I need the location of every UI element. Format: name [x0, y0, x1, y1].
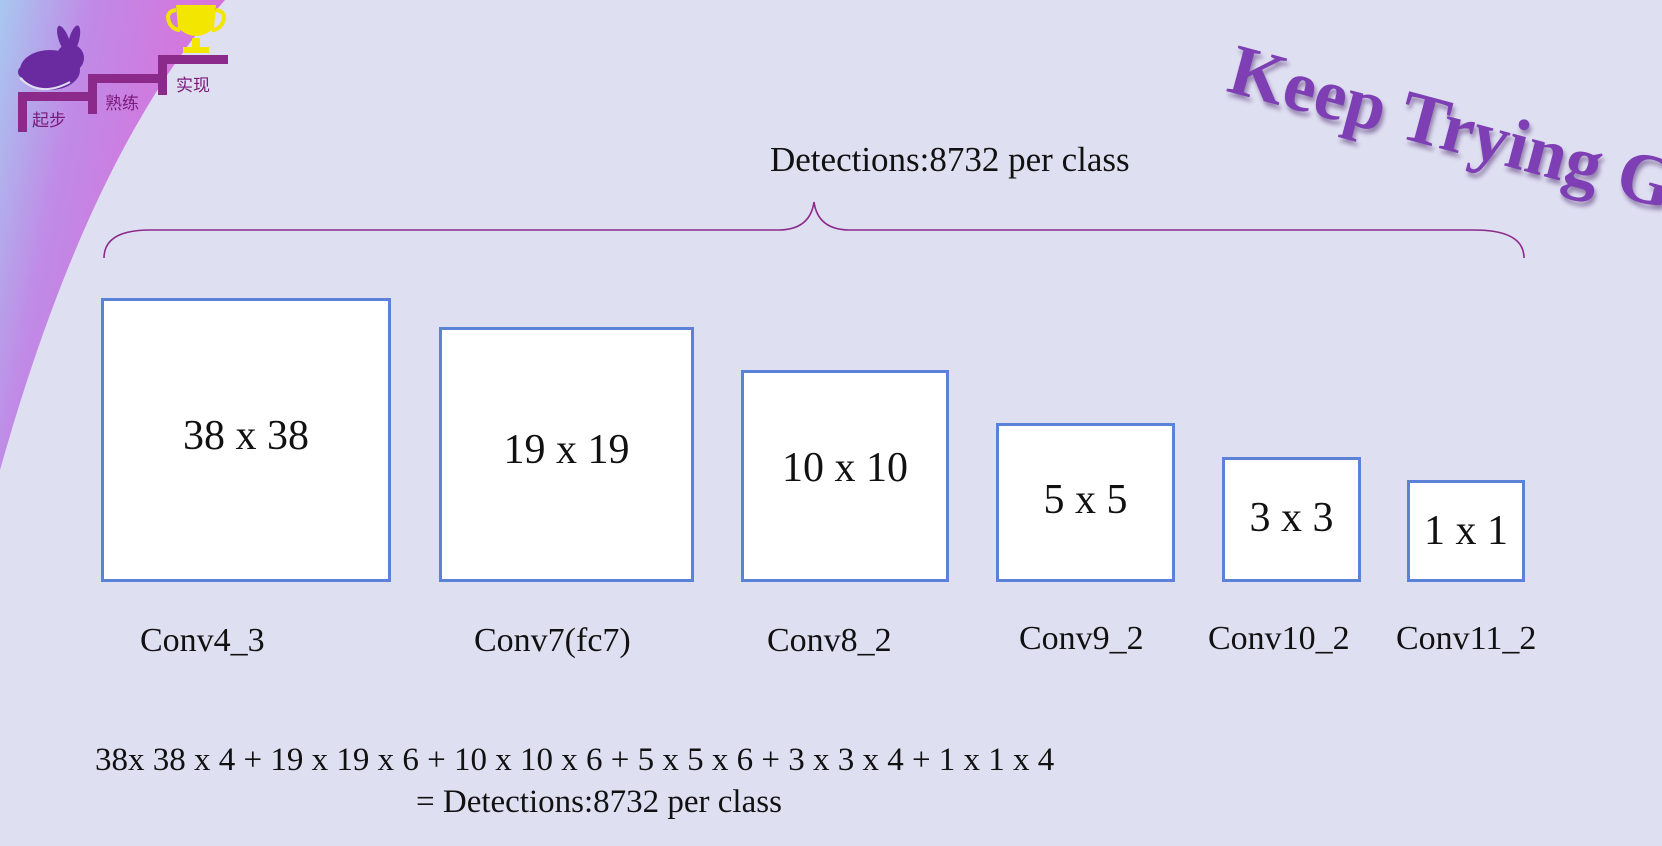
feature-map-size: 10 x 10 [782, 445, 908, 491]
layer-label: Conv4_3 [140, 622, 265, 659]
formula-line-2: = Detections:8732 per class [416, 784, 782, 820]
rabbit-icon [18, 25, 84, 90]
feature-map-size: 3 x 3 [1249, 494, 1334, 541]
feature-map-size: 5 x 5 [1043, 476, 1128, 523]
feature-map-box: 5 x 5 [996, 423, 1175, 582]
feature-map-box: 1 x 1 [1407, 480, 1525, 582]
layer-label: Conv7(fc7) [474, 622, 631, 659]
trophy-icon [166, 5, 226, 53]
logo-step-2: 熟练 [105, 94, 139, 114]
feature-map-box: 19 x 19 [439, 327, 694, 582]
feature-map-size: 1 x 1 [1424, 508, 1508, 554]
formula-line-1: 38x 38 x 4 + 19 x 19 x 6 + 10 x 10 x 6 +… [95, 742, 1055, 778]
layer-label: Conv11_2 [1396, 620, 1537, 657]
feature-map-box: 38 x 38 [101, 298, 391, 582]
feature-map-size: 19 x 19 [503, 426, 630, 473]
stairs-graphic [18, 55, 228, 132]
layer-label: Conv10_2 [1208, 620, 1350, 657]
logo-step-3: 实现 [176, 76, 210, 96]
feature-map-box: 3 x 3 [1222, 457, 1361, 582]
feature-map-box: 10 x 10 [741, 370, 949, 582]
decorative-sweep [0, 0, 225, 470]
detections-total-label: Detections:8732 per class [770, 140, 1130, 179]
layer-label: Conv9_2 [1019, 620, 1144, 657]
logo-step-1: 起步 [32, 111, 66, 131]
layer-label: Conv8_2 [767, 622, 892, 659]
feature-map-size: 38 x 38 [183, 413, 309, 459]
logo: 起步 熟练 实现 [0, 0, 240, 140]
